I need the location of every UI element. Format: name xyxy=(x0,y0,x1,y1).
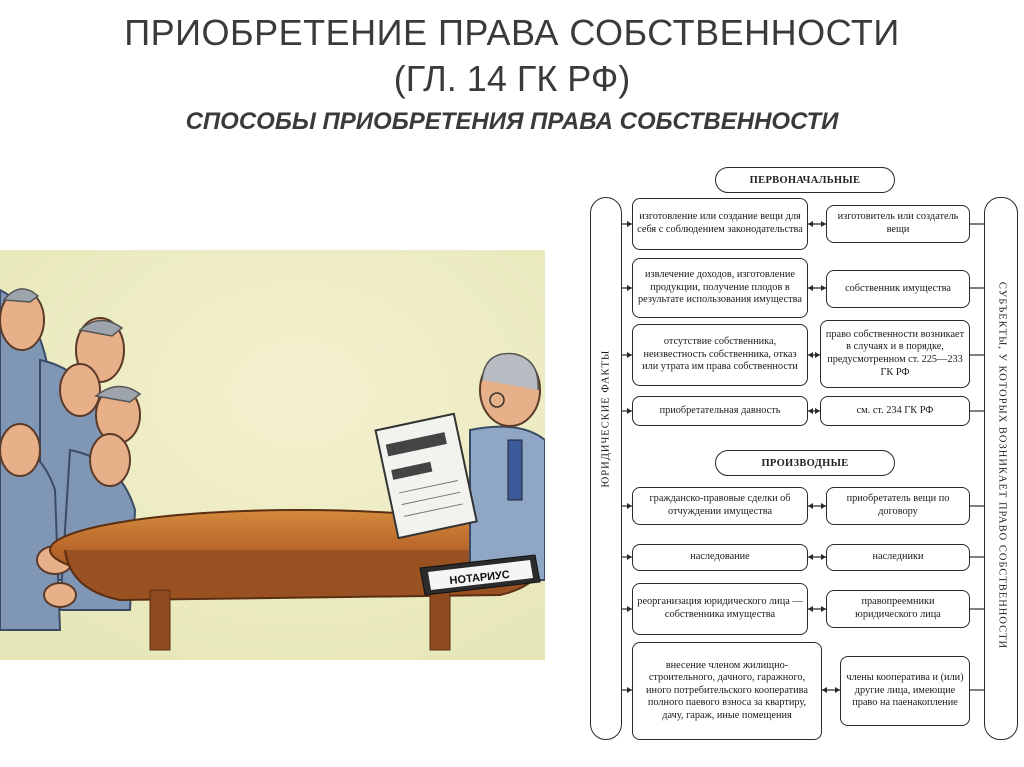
left-rail-label: ЮРИДИЧЕСКИЕ ФАКТЫ xyxy=(601,460,612,488)
group-primary-label: ПЕРВОНАЧАЛЬНЫЕ xyxy=(715,167,895,193)
fact-box: внесение членом жилищно-строительного, д… xyxy=(632,642,822,740)
subject-box: правопреемники юридического лица xyxy=(826,590,970,628)
subject-box: изготовитель или создатель вещи xyxy=(826,205,970,243)
fact-box: приобретательная давность xyxy=(632,396,808,426)
subject-box: члены кооператива и (или) другие лица, и… xyxy=(840,656,970,726)
fact-box: гражданско-правовые сделки об отчуждении… xyxy=(632,487,808,525)
fact-box: наследование xyxy=(632,544,808,571)
subject-box: приобретатель вещи по договору xyxy=(826,487,970,525)
arrowhead xyxy=(808,221,813,227)
fact-box: реорганизация юридического лица — собств… xyxy=(632,583,808,635)
page-subtitle: СПОСОБЫ ПРИОБРЕТЕНИЯ ПРАВА СОБСТВЕННОСТИ xyxy=(0,108,1024,136)
fact-box: отсутствие собственника, неизвестность с… xyxy=(632,324,808,386)
subject-box: наследники xyxy=(826,544,970,571)
arrowhead xyxy=(808,352,813,358)
arrowhead xyxy=(808,606,813,612)
right-rail-label: СУБЪЕКТЫ, У КОТОРЫХ ВОЗНИКАЕТ ПРАВО СОБС… xyxy=(997,211,1008,721)
subject-box: см. ст. 234 ГК РФ xyxy=(820,396,970,426)
page-title-chapter: (ГЛ. 14 ГК РФ) xyxy=(0,58,1024,100)
fact-box: извлечение доходов, изготовление продукц… xyxy=(632,258,808,318)
left-rail: ЮРИДИЧЕСКИЕ ФАКТЫ xyxy=(590,197,622,740)
arrowhead xyxy=(808,503,813,509)
group-derivative-label: ПРОИЗВОДНЫЕ xyxy=(715,450,895,476)
notary-figure xyxy=(470,354,545,580)
arrowhead xyxy=(808,554,813,560)
page-title: ПРИОБРЕТЕНИЕ ПРАВА СОБСТВЕННОСТИ xyxy=(0,12,1024,54)
arrowhead xyxy=(808,408,813,414)
arrowhead xyxy=(808,285,813,291)
notary-cartoon-illustration: НОТАРИУС xyxy=(0,250,545,660)
subject-box: право собственности возникает в случаях … xyxy=(820,320,970,388)
subject-box: собственник имущества xyxy=(826,270,970,308)
arrowhead xyxy=(822,687,827,693)
right-rail: СУБЪЕКТЫ, У КОТОРЫХ ВОЗНИКАЕТ ПРАВО СОБС… xyxy=(984,197,1018,740)
fact-box: изготовление или создание вещи для себя … xyxy=(632,198,808,250)
